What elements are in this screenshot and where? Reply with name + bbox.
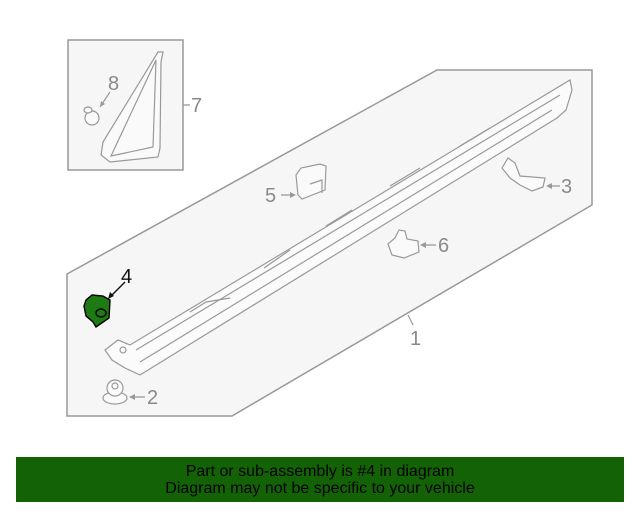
callout-2: 2: [147, 387, 158, 409]
part-8-clip[interactable]: [83, 106, 100, 126]
callout-4: 4: [121, 266, 132, 288]
part-4-retainer-highlighted[interactable]: [83, 294, 111, 329]
part-7-quarter-trim[interactable]: [100, 51, 164, 163]
callout-5: 5: [265, 185, 276, 207]
callout-1: 1: [410, 328, 421, 350]
part-info-banner: Part or sub-assembly is #4 in diagram Di…: [16, 457, 624, 502]
part-2-push-clip[interactable]: [102, 379, 128, 405]
parts-diagram: 1 2 3 4 5 6 7 8: [66, 39, 593, 417]
banner-line-disclaimer: Diagram may not be specific to your vehi…: [165, 479, 475, 497]
callout-7: 7: [191, 95, 202, 117]
part-1-rocker-molding[interactable]: [104, 79, 573, 376]
part-3-bracket[interactable]: [501, 157, 546, 192]
callout-3: 3: [561, 176, 572, 198]
banner-line-part: Part or sub-assembly is #4 in diagram: [185, 462, 455, 480]
part-6-small-clip[interactable]: [387, 229, 420, 259]
callout-8: 8: [108, 73, 119, 95]
callout-6: 6: [438, 235, 449, 257]
part-5-block-clip[interactable]: [295, 163, 327, 200]
